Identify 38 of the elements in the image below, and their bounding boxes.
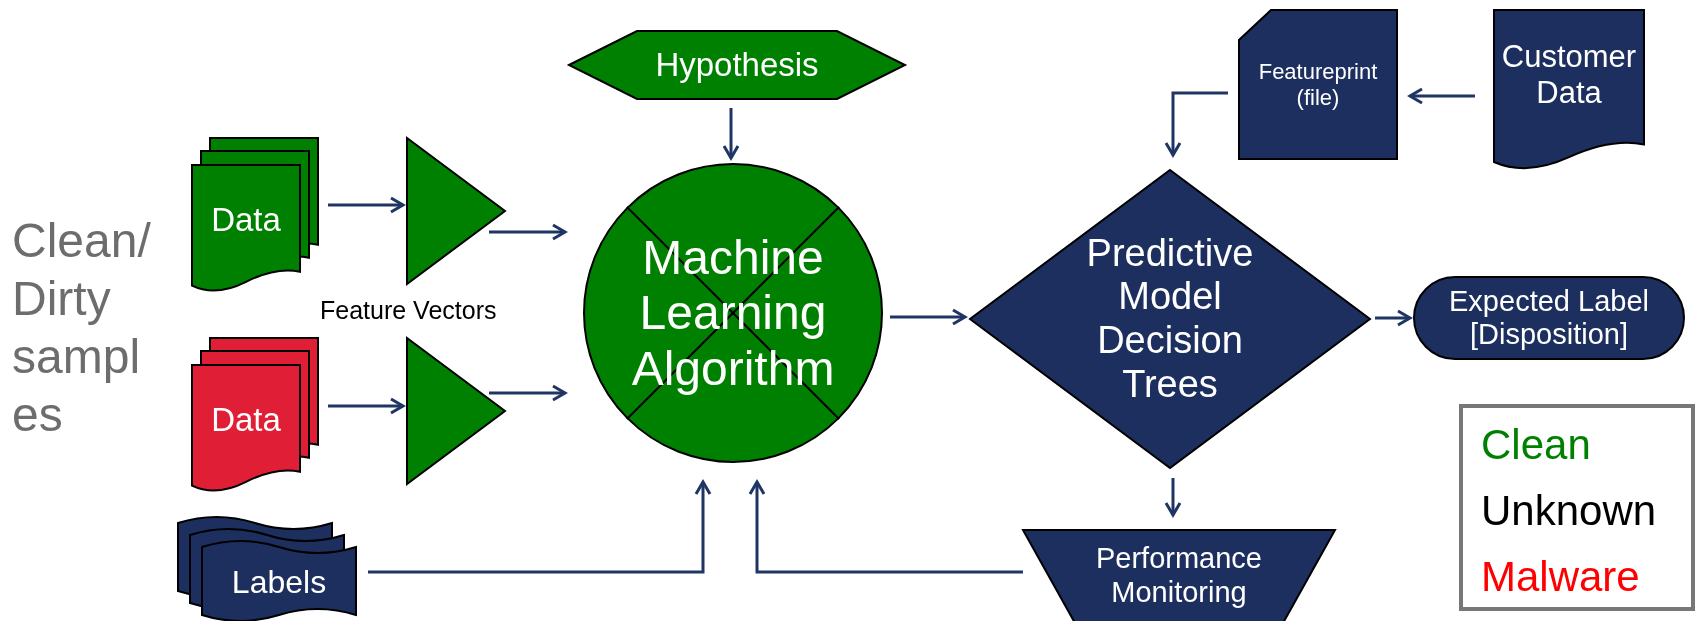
node-label: Machine Learning Algorithm — [630, 230, 836, 396]
hexagon-shape — [569, 31, 905, 99]
legend-entry: Malware — [1481, 552, 1640, 602]
annotation-text: Feature Vectors — [320, 296, 497, 325]
document-shape — [1494, 10, 1644, 170]
arrow — [1408, 87, 1475, 105]
process-circle — [583, 163, 883, 463]
arrow — [748, 480, 1023, 574]
arrow — [489, 384, 567, 402]
node-label: Expected Label [Disposition] — [1448, 284, 1650, 352]
legend-entry: Clean — [1481, 420, 1591, 470]
node-label: Predictive Model Decision Trees — [1085, 231, 1255, 407]
arrow — [722, 108, 740, 160]
triangle-shape — [407, 138, 505, 284]
arrow — [328, 196, 405, 214]
node-label: Performance Monitoring — [1095, 542, 1263, 609]
arrow — [368, 480, 712, 574]
trapezoid-shape — [1023, 530, 1335, 621]
node-label: Data — [211, 401, 281, 439]
arrow — [1164, 91, 1228, 157]
decision-diamond — [970, 170, 1370, 468]
node-label: Customer Data — [1500, 39, 1638, 111]
arrow — [890, 308, 967, 326]
side-caption: Clean/Dirty samples — [12, 213, 152, 443]
node-label: Labels — [231, 563, 327, 601]
punched-tape-stack — [178, 517, 358, 621]
card-shape — [1239, 10, 1397, 159]
node-label: Data — [211, 201, 281, 239]
triangle-shape — [407, 338, 505, 484]
document-stack — [192, 138, 318, 292]
arrow — [1164, 478, 1182, 517]
document-stack — [192, 338, 318, 492]
node-label: Hypothesis — [655, 46, 819, 84]
arrow — [489, 223, 567, 241]
arrow — [328, 397, 405, 415]
node-label: Featureprint (file) — [1257, 59, 1379, 110]
arrow — [1375, 309, 1412, 327]
legend-entry: Unknown — [1481, 486, 1657, 536]
